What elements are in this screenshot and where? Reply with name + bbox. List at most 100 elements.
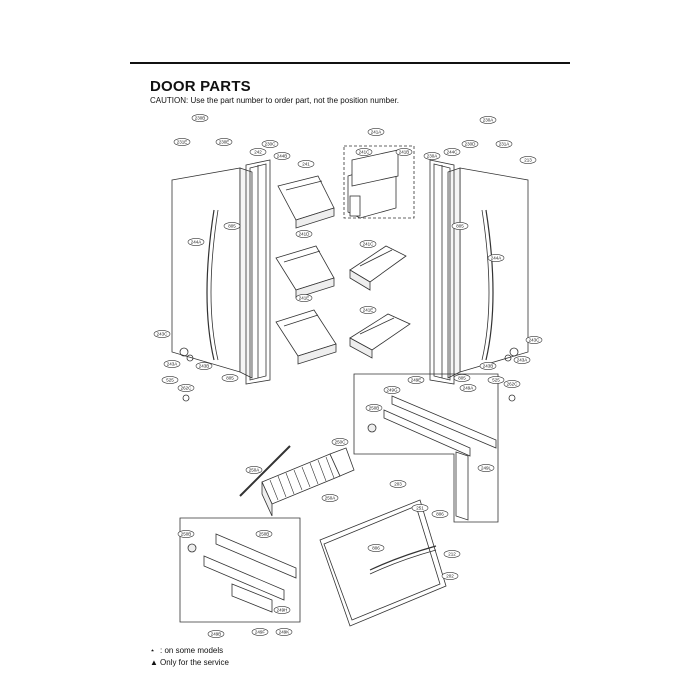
callout-oval bbox=[261, 140, 279, 148]
callout-250a2: 250A bbox=[321, 494, 339, 502]
star-icon: ⋆ bbox=[150, 646, 156, 655]
callout-label: 243B bbox=[199, 364, 210, 369]
callout-oval bbox=[275, 628, 293, 636]
callout-oval bbox=[255, 530, 273, 538]
callout-oval bbox=[331, 438, 349, 446]
callout-oval bbox=[221, 374, 239, 382]
legend-text-some-models: : on some models bbox=[160, 646, 224, 655]
callout-241e: 241E bbox=[295, 294, 313, 302]
callout-oval bbox=[321, 494, 339, 502]
door-bin-241C bbox=[349, 245, 407, 291]
callout-label: 525 bbox=[166, 378, 174, 383]
callout-label: 230C bbox=[265, 142, 277, 147]
right-door-gasket bbox=[429, 159, 455, 385]
callout-oval bbox=[365, 404, 383, 412]
callout-label: 230A bbox=[427, 154, 438, 159]
callout-202: 202 bbox=[441, 572, 459, 580]
callout-oval bbox=[411, 504, 429, 512]
callout-label: 806 bbox=[372, 546, 380, 551]
callout-oval bbox=[355, 148, 373, 156]
callout-oval bbox=[161, 376, 179, 384]
callout-213: 213 bbox=[519, 156, 537, 164]
callout-oval bbox=[383, 386, 401, 394]
callout-251: 251 bbox=[411, 504, 429, 512]
callout-241c2: 241C bbox=[359, 240, 377, 248]
callout-oval bbox=[245, 466, 263, 474]
callout-oval bbox=[359, 306, 377, 314]
door-bin-241 bbox=[277, 175, 335, 229]
right-door-panel bbox=[447, 167, 529, 379]
callout-label: 250B bbox=[369, 406, 380, 411]
callout-806b: 806 bbox=[367, 544, 385, 552]
callout-241e2: 241E bbox=[359, 306, 377, 314]
callout-label: 525 bbox=[492, 378, 500, 383]
callout-label: 241A bbox=[371, 130, 382, 135]
callout-oval bbox=[359, 240, 377, 248]
callout-241d: 241D bbox=[295, 230, 313, 238]
callout-oval bbox=[479, 116, 497, 124]
callout-label: 244B bbox=[277, 154, 288, 159]
callout-oval bbox=[173, 138, 191, 146]
callout-label: 249L bbox=[481, 466, 492, 471]
callout-249f: 249F bbox=[251, 628, 269, 636]
callout-806: 806 bbox=[431, 510, 449, 518]
callout-249k: 249K bbox=[275, 628, 293, 636]
callout-oval bbox=[177, 530, 195, 538]
legend-text-service-only: Only for the service bbox=[160, 658, 229, 667]
callout-230a: 230A bbox=[479, 116, 497, 124]
callout-oval bbox=[249, 148, 267, 156]
callout-label: 244C bbox=[447, 150, 459, 155]
callout-oval bbox=[187, 238, 205, 246]
callout-label: 231A bbox=[499, 142, 510, 147]
callout-250c: 250C bbox=[331, 438, 349, 446]
left-drawer-rail-assembly bbox=[179, 517, 301, 623]
left-door-gasket bbox=[245, 159, 271, 385]
callout-oval bbox=[251, 628, 269, 636]
callout-244c: 244C bbox=[443, 148, 461, 156]
callout-525_l: 525 bbox=[161, 376, 179, 384]
callout-label: 251 bbox=[416, 506, 424, 511]
callout-243c_r: 243C bbox=[525, 336, 543, 344]
header-rule bbox=[130, 62, 570, 64]
callout-label: 241C bbox=[359, 150, 371, 155]
callout-label: 244A bbox=[191, 240, 202, 245]
callout-label: 250C bbox=[335, 440, 347, 445]
left-hinge-parts bbox=[179, 347, 194, 402]
callout-label: 212 bbox=[448, 552, 456, 557]
callout-label: 806 bbox=[436, 512, 444, 517]
callout-230e: 230E bbox=[215, 138, 233, 146]
legend-service-only: ▲Only for the service bbox=[150, 658, 229, 667]
dairy-bin-assembly bbox=[343, 145, 415, 219]
callout-249l: 249L bbox=[477, 464, 495, 472]
callout-oval bbox=[389, 480, 407, 488]
callout-label: 249F bbox=[255, 630, 266, 635]
callout-oval bbox=[461, 140, 479, 148]
callout-label: 243B bbox=[483, 364, 494, 369]
callout-203: 203 bbox=[389, 480, 407, 488]
callout-label: 243A bbox=[167, 362, 178, 367]
callout-oval bbox=[367, 128, 385, 136]
callout-oval bbox=[407, 376, 425, 384]
callout-oval bbox=[525, 336, 543, 344]
callout-243a_l: 243A bbox=[163, 360, 181, 368]
callout-244a_l: 244A bbox=[187, 238, 205, 246]
callout-805d: 805 bbox=[453, 374, 471, 382]
callout-label: 241E bbox=[299, 296, 310, 301]
callout-231e: 231E bbox=[173, 138, 191, 146]
callout-249a: 249A bbox=[459, 384, 477, 392]
callout-805c: 805 bbox=[221, 374, 239, 382]
callout-oval bbox=[423, 152, 441, 160]
callout-oval bbox=[295, 230, 313, 238]
callout-230b: 230B bbox=[191, 114, 209, 122]
right-hinge-parts bbox=[504, 347, 519, 402]
callout-243b_r: 243B bbox=[479, 362, 497, 370]
callout-oval bbox=[223, 222, 241, 230]
callout-label: 249K bbox=[279, 630, 290, 635]
callout-label: 241E bbox=[363, 308, 374, 313]
callout-oval bbox=[513, 356, 531, 364]
callout-oval bbox=[273, 152, 291, 160]
right-drawer-rail-assembly bbox=[353, 373, 499, 523]
callout-oval bbox=[477, 464, 495, 472]
callout-oval bbox=[441, 572, 459, 580]
